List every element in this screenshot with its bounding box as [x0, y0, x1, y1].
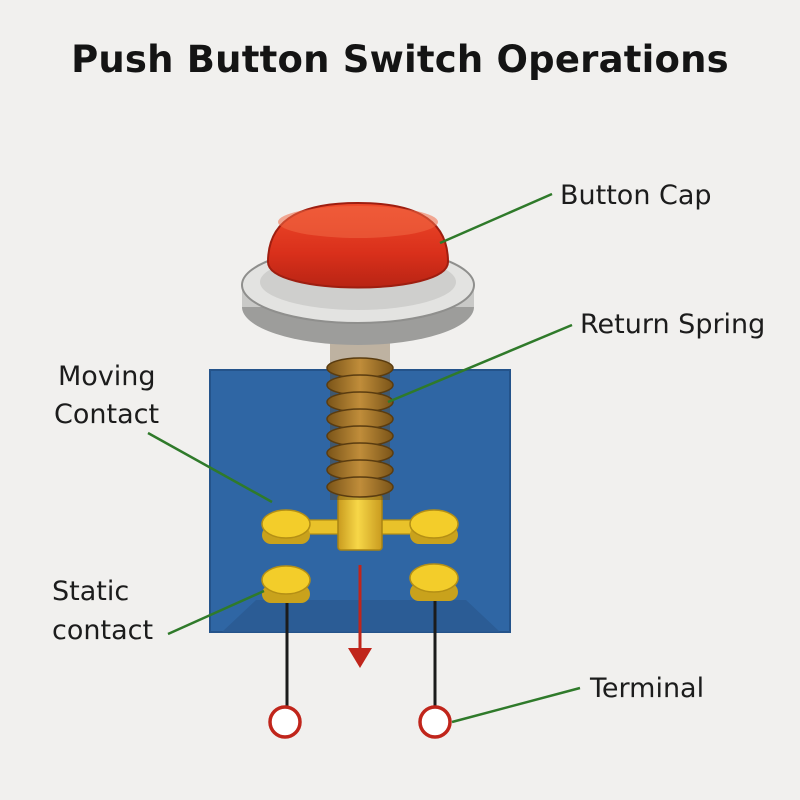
label-moving-contact-line1: Moving — [58, 361, 156, 392]
terminal-wires — [285, 598, 437, 706]
static-contact-left — [261, 565, 311, 603]
return-spring — [326, 340, 394, 500]
terminal-right — [418, 705, 452, 739]
label-return-spring: Return Spring — [580, 309, 766, 340]
label-button-cap: Button Cap — [560, 180, 712, 211]
label-static-contact-line1: Static — [52, 576, 130, 607]
label-terminal: Terminal — [590, 673, 705, 704]
static-contact-right — [409, 563, 459, 601]
leader-lines — [147, 192, 581, 724]
diagram-title: Push Button Switch Operations — [71, 38, 729, 81]
label-moving-contact-line2: Contact — [54, 399, 160, 430]
terminal-left — [268, 705, 302, 739]
plunger-stem — [337, 494, 383, 551]
label-static-contact-line2: contact — [52, 615, 154, 646]
press-direction-arrow — [348, 565, 372, 668]
button-cap — [266, 201, 450, 289]
